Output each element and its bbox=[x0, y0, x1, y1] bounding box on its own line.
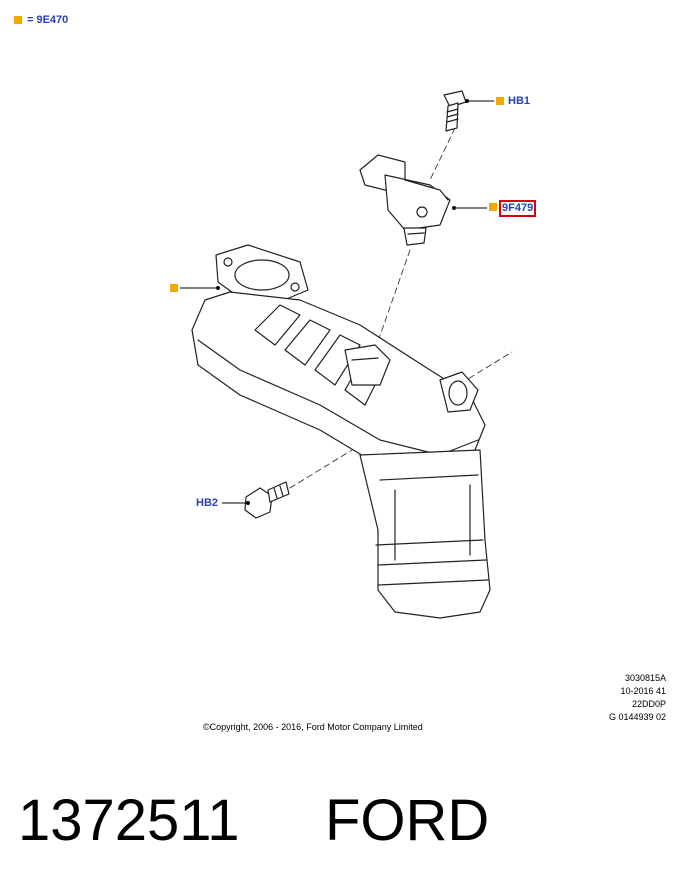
callout-hb2[interactable]: HB2 bbox=[196, 497, 219, 509]
diagram-meta: 3030815A 10-2016 41 22DD0P G 0144939 02 bbox=[609, 672, 666, 724]
legend-code[interactable]: = 9E470 bbox=[27, 14, 69, 26]
legend-marker-icon bbox=[14, 16, 22, 24]
callout-hb1[interactable]: HB1 bbox=[508, 95, 531, 107]
part-number: 1372511 bbox=[18, 788, 240, 853]
bolt-hb2-drawing bbox=[244, 481, 290, 519]
resonator-marker-icon[interactable] bbox=[170, 284, 178, 292]
copyright-notice: ©Copyright, 2006 - 2016, Ford Motor Comp… bbox=[203, 722, 423, 732]
bolt-hb1-drawing bbox=[443, 90, 467, 132]
meta-line-4: G 0144939 02 bbox=[608, 712, 666, 722]
meta-line-3: 22DD0P bbox=[631, 699, 666, 709]
resonator-body-drawing bbox=[191, 244, 491, 619]
9f479-marker-icon bbox=[489, 203, 497, 211]
exploded-parts-diagram bbox=[180, 90, 513, 619]
sensor-9f479-drawing bbox=[359, 154, 451, 246]
meta-line-2: 10-2016 41 bbox=[620, 686, 666, 696]
meta-line-1: 3030815A bbox=[624, 673, 666, 683]
callout-9f479[interactable]: 9F479 bbox=[499, 200, 537, 217]
brand-name: FORD bbox=[325, 788, 490, 853]
hb1-marker-icon bbox=[496, 97, 504, 105]
